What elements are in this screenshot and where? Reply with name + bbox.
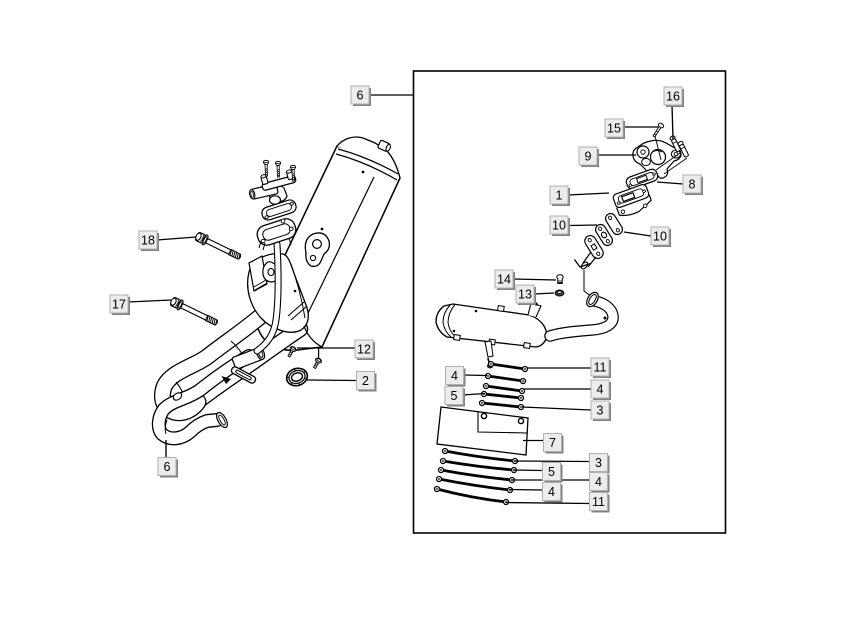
svg-text:5: 5 <box>548 465 555 479</box>
svg-text:10: 10 <box>653 230 667 244</box>
svg-text:2: 2 <box>362 374 369 388</box>
svg-text:4: 4 <box>597 383 604 397</box>
svg-text:5: 5 <box>451 389 458 403</box>
svg-text:3: 3 <box>595 456 602 470</box>
svg-text:8: 8 <box>689 178 696 192</box>
svg-text:6: 6 <box>164 460 171 474</box>
svg-text:7: 7 <box>549 436 556 450</box>
svg-text:12: 12 <box>357 343 371 357</box>
svg-text:10: 10 <box>552 219 566 233</box>
svg-text:4: 4 <box>451 369 458 383</box>
svg-text:6: 6 <box>357 89 364 103</box>
svg-text:17: 17 <box>112 298 126 312</box>
svg-text:13: 13 <box>518 288 532 302</box>
svg-text:1: 1 <box>556 189 563 203</box>
svg-text:4: 4 <box>595 475 602 489</box>
svg-text:3: 3 <box>597 404 604 418</box>
svg-text:9: 9 <box>585 150 592 164</box>
svg-text:18: 18 <box>141 234 155 248</box>
svg-text:15: 15 <box>607 122 621 136</box>
svg-text:16: 16 <box>666 90 680 104</box>
svg-text:11: 11 <box>594 361 607 375</box>
svg-text:4: 4 <box>548 485 555 499</box>
svg-text:14: 14 <box>497 273 511 287</box>
svg-text:11: 11 <box>592 495 605 509</box>
